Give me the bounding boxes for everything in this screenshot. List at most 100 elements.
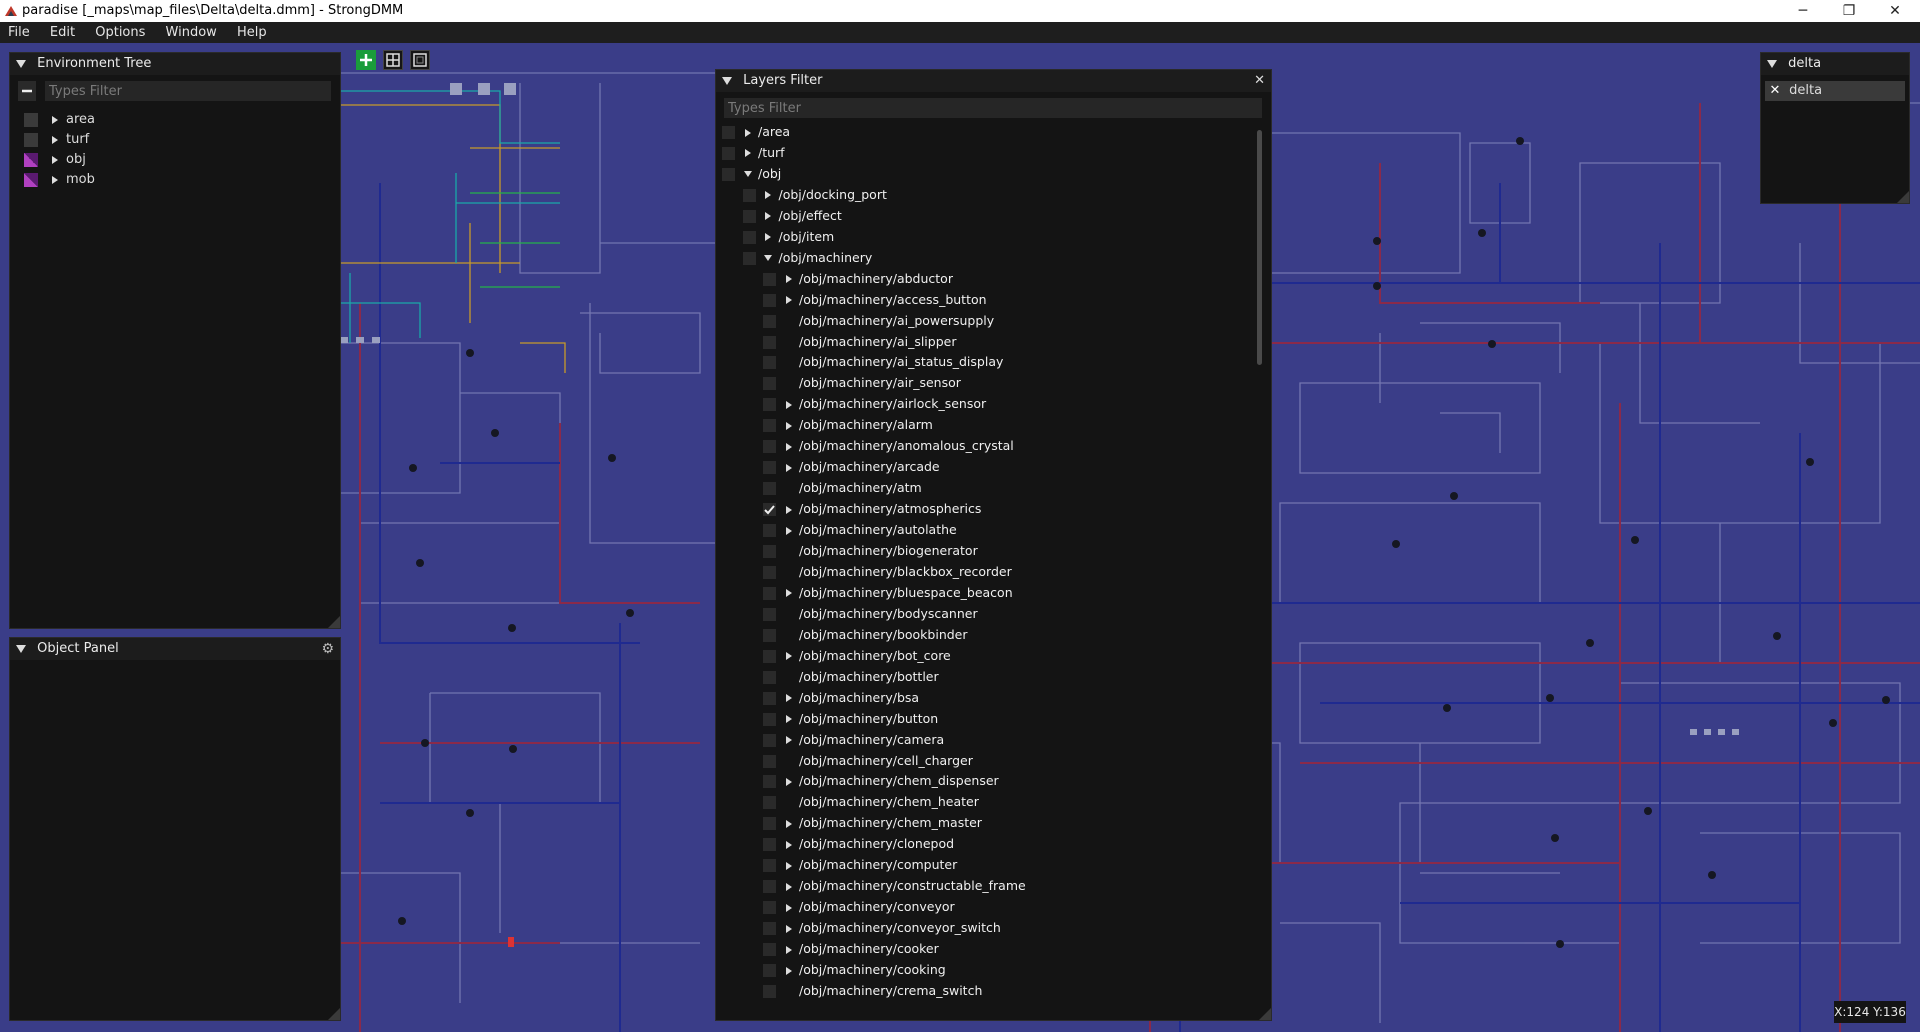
layer-row[interactable]: /obj/machinery/airlock_sensor [763,395,986,412]
layer-checkbox[interactable] [763,356,776,370]
layer-checkbox[interactable] [763,649,776,663]
layer-checkbox[interactable] [763,461,776,475]
maps-panel-header[interactable]: delta [1761,53,1909,75]
layer-row[interactable]: /turf [722,144,785,161]
layer-checkbox[interactable] [722,146,735,160]
layer-checkbox[interactable] [722,167,735,181]
environment-filter-input[interactable] [45,81,331,101]
layer-row[interactable]: /obj/machinery/ai_status_display [763,353,1003,370]
object-panel-header[interactable]: Object Panel ⚙ [10,638,340,660]
layer-row[interactable]: /obj/machinery/atm [763,479,922,496]
layer-row[interactable]: /obj/machinery/ai_slipper [763,333,956,350]
layer-row[interactable]: /obj/machinery/autolathe [763,521,957,538]
layer-checkbox[interactable] [763,964,776,977]
layer-checkbox[interactable] [722,126,735,139]
collapse-arrow-icon[interactable] [760,249,777,266]
resize-grip[interactable] [1897,191,1909,203]
layer-checkbox[interactable] [763,733,776,747]
layer-checkbox[interactable] [763,335,776,349]
tree-item-mob[interactable]: mob [24,171,95,189]
layer-row[interactable]: /obj/machinery/constructable_frame [763,877,1026,894]
open-map-tab[interactable]: ✕ delta [1765,81,1905,101]
layer-row[interactable]: /obj/machinery/biogenerator [763,542,978,559]
expand-arrow-icon[interactable] [760,186,777,203]
layer-checkbox[interactable] [763,817,776,831]
layer-checkbox[interactable] [763,775,776,789]
tree-item-obj[interactable]: obj [24,151,86,169]
layer-row[interactable]: /obj/machinery/cell_charger [763,752,973,769]
layer-checkbox[interactable] [763,293,776,307]
layer-row[interactable]: /obj/machinery/bottler [763,668,939,685]
layer-row[interactable]: /obj/machinery/anomalous_crystal [763,437,1014,454]
expand-icon[interactable] [52,155,58,164]
expand-arrow-icon[interactable] [780,772,797,789]
menu-edit[interactable]: Edit [49,25,76,40]
layer-row[interactable]: /obj/machinery/bluespace_beacon [763,584,1013,601]
layer-checkbox[interactable] [763,859,776,873]
expand-arrow-icon[interactable] [780,814,797,831]
layer-checkbox[interactable] [763,419,776,433]
expand-arrow-icon[interactable] [739,123,756,140]
expand-arrow-icon[interactable] [780,584,797,601]
layer-checkbox[interactable] [763,482,776,496]
collapse-icon[interactable] [1767,59,1777,68]
layer-checkbox[interactable] [763,565,776,579]
layer-row[interactable]: /obj/machinery/access_button [763,291,987,308]
layer-row[interactable]: /obj/machinery [742,249,872,266]
collapse-icon[interactable] [722,76,732,85]
expand-icon[interactable] [52,115,58,124]
layer-checkbox[interactable] [742,188,756,202]
expand-arrow-icon[interactable] [739,144,756,161]
tree-item-area[interactable]: area [24,111,95,129]
layer-row[interactable]: /obj/machinery/clonepod [763,835,954,852]
layer-checkbox[interactable] [763,628,776,642]
expand-arrow-icon[interactable] [780,898,797,915]
layer-row[interactable]: /obj/machinery/computer [763,856,957,873]
menu-help[interactable]: Help [236,25,267,40]
gear-icon[interactable]: ⚙ [321,641,334,657]
expand-arrow-icon[interactable] [780,877,797,894]
layer-checkbox[interactable] [763,545,776,558]
grid-button[interactable] [383,50,403,70]
layer-row[interactable]: /obj/machinery/chem_dispenser [763,772,999,789]
expand-arrow-icon[interactable] [780,940,797,957]
layer-checkbox[interactable] [763,607,776,621]
expand-arrow-icon[interactable] [780,689,797,706]
expand-arrow-icon[interactable] [780,961,797,978]
layer-checkbox[interactable] [763,670,776,684]
layers-filter-input[interactable] [724,98,1262,118]
layer-checkbox[interactable] [763,314,776,328]
resize-grip[interactable] [328,616,340,628]
layer-row[interactable]: /obj/machinery/air_sensor [763,374,961,391]
layer-row[interactable]: /obj/machinery/conveyor [763,898,955,915]
checked-checkbox[interactable] [763,503,776,517]
layer-row[interactable]: /obj/machinery/bookbinder [763,626,968,643]
layer-row[interactable]: /obj/machinery/bodyscanner [763,605,978,622]
layers-scrollbar[interactable] [1257,130,1262,365]
layer-row[interactable]: /obj/machinery/atmospherics [763,500,981,517]
layer-row[interactable]: /obj/machinery/bot_core [763,647,951,664]
menu-file[interactable]: File [8,25,30,40]
layer-row[interactable]: /obj/machinery/arcade [763,458,940,475]
layer-row[interactable]: /obj/machinery/blackbox_recorder [763,563,1012,580]
layer-row[interactable]: /obj/machinery/cooker [763,940,939,957]
expand-arrow-icon[interactable] [760,228,777,245]
layer-checkbox[interactable] [763,922,776,936]
expand-arrow-icon[interactable] [780,395,797,412]
layer-checkbox[interactable] [742,209,756,223]
layer-row[interactable]: /obj/item [742,228,834,245]
expand-arrow-icon[interactable] [780,500,797,517]
collapse-icon[interactable] [16,644,26,653]
expand-arrow-icon[interactable] [760,207,777,224]
layer-row[interactable]: /obj/machinery/alarm [763,416,933,433]
collapse-icon[interactable] [16,59,26,68]
expand-arrow-icon[interactable] [780,647,797,664]
layer-checkbox[interactable] [742,230,756,244]
expand-icon[interactable] [52,175,58,184]
layer-row[interactable]: /obj/effect [742,207,842,224]
layer-checkbox[interactable] [763,691,776,705]
expand-arrow-icon[interactable] [780,416,797,433]
layer-checkbox[interactable] [763,377,776,391]
layer-row[interactable]: /obj/machinery/button [763,710,938,727]
expand-arrow-icon[interactable] [780,835,797,852]
